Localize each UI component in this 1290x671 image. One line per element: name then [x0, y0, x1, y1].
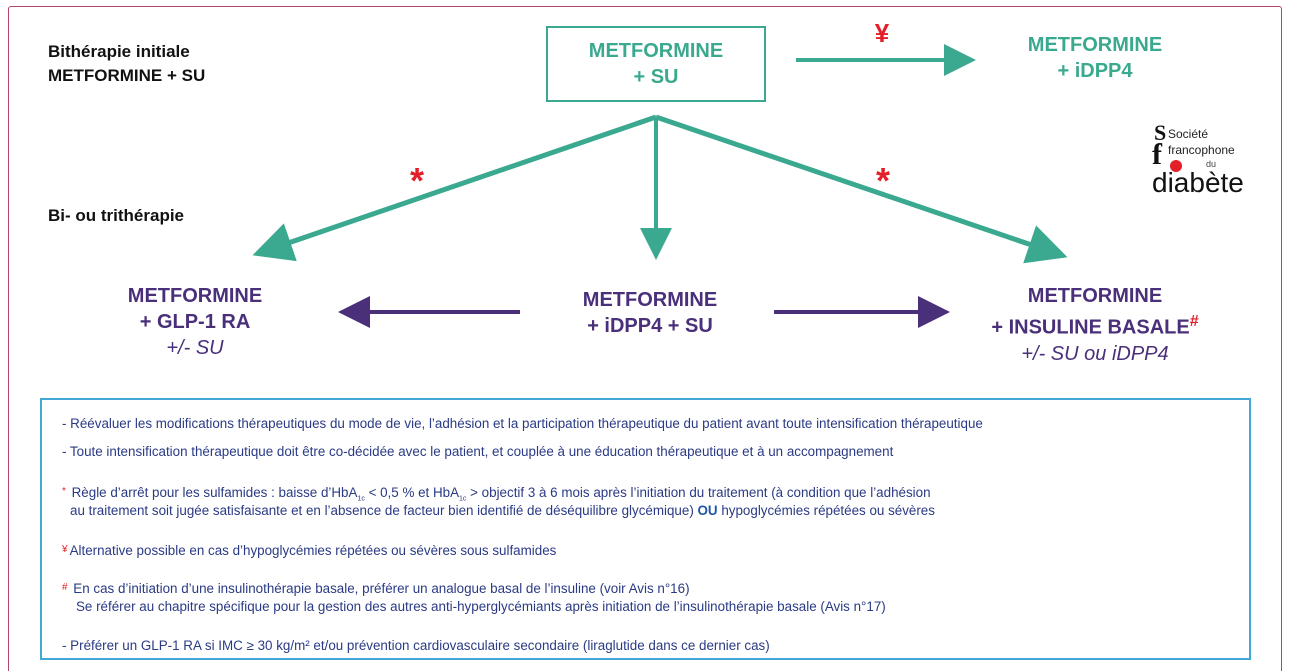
svg-text:f: f [1152, 138, 1163, 171]
note-5: # En cas d’initiation d’une insulinothér… [62, 578, 1242, 598]
note-4-marker: ¥ [62, 544, 68, 555]
arrow-center-to-insuline [655, 114, 1068, 264]
node-met-idpp4-line1: METFORMINE [1027, 34, 1163, 56]
node-met-idpp4-su: METFORMINE + iDPP4 + SU [540, 287, 760, 339]
note-2: - Toute intensification thérapeutique do… [62, 444, 894, 459]
note-3-line2-text: au traitement soit jugée satisfaisante e… [70, 503, 698, 518]
bi-tri-label: Bi- ou trithérapie [48, 206, 185, 225]
node-met-insuline: METFORMINE + INSULINE BASALE# +/- SU ou … [960, 283, 1230, 367]
arrow-center-to-glp1 [252, 114, 657, 262]
node-met-insuline-line2-wrap: + INSULINE BASALE# [960, 309, 1230, 341]
note-3-text-c: > objectif 3 à 6 mois après l’initiation… [466, 485, 931, 500]
node-met-su-line2: + SU [633, 66, 679, 88]
note-5-line2: Se référer au chapitre spécifique pour l… [76, 599, 886, 614]
initial-therapy-line2: METFORMINE + SU [48, 66, 206, 85]
note-4-text: Alternative possible en cas d’hypoglycém… [69, 543, 557, 558]
star-marker-right: * [876, 160, 891, 201]
initial-therapy-line1: Bithérapie initiale [48, 42, 190, 61]
note-3-line2-end: hypoglycémies répétées ou sévères [717, 503, 935, 518]
node-met-idpp4-line2: + iDPP4 [1057, 60, 1133, 82]
node-met-insuline-line1: METFORMINE [1027, 285, 1163, 307]
note-3-sub1: 1c [357, 495, 365, 503]
node-met-glp1-line2: + GLP-1 RA [139, 311, 251, 333]
node-met-insuline-line2: + INSULINE BASALE [991, 316, 1190, 339]
note-6: - Préférer un GLP-1 RA si IMC ≥ 30 kg/m²… [62, 638, 770, 653]
node-met-su: METFORMINE + SU [546, 38, 766, 90]
sfd-logo: S Société f francophone du diabète [1148, 120, 1266, 200]
logo-line4: diabète [1152, 167, 1244, 198]
note-5-marker: # [62, 582, 68, 593]
note-3-text-a: Règle d’arrêt pour les sulfamides : bais… [67, 485, 358, 500]
note-3-marker: * [62, 486, 66, 497]
note-3-line2: au traitement soit jugée satisfaisante e… [70, 501, 1250, 520]
node-met-idpp4-su-line2: + iDPP4 + SU [587, 315, 713, 337]
initial-therapy-label: Bithérapie initiale METFORMINE + SU [48, 40, 205, 88]
yen-marker: ¥ [874, 18, 890, 48]
note-5-line1: En cas d’initiation d’une insulinothérap… [69, 581, 690, 596]
star-marker-left: * [410, 160, 425, 201]
hash-marker: # [1189, 313, 1199, 330]
note-3-text-b: < 0,5 % et HbA [364, 485, 460, 500]
node-met-su-line1: METFORMINE [588, 40, 724, 62]
node-met-glp1: METFORMINE + GLP-1 RA +/- SU [90, 283, 300, 361]
info-box: - Réévaluer les modifications thérapeuti… [40, 398, 1251, 660]
logo-line1: Société [1168, 127, 1208, 141]
note-3: * Règle d’arrêt pour les sulfamides : ba… [62, 482, 1242, 509]
node-met-glp1-line3: +/- SU [166, 337, 224, 359]
note-3-sub2: 1c [459, 495, 467, 503]
logo-line3: du [1206, 159, 1216, 169]
note-3-ou: OU [697, 503, 718, 518]
node-met-insuline-line3: +/- SU ou iDPP4 [1021, 342, 1169, 365]
logo-line2: francophone [1168, 143, 1235, 157]
svg-text:S: S [1154, 120, 1166, 145]
sfd-logo-graphic: S Société f francophone du diabète [1152, 120, 1244, 198]
node-met-su-box [546, 26, 766, 102]
node-met-idpp4: METFORMINE + iDPP4 [990, 32, 1200, 84]
outer-frame [8, 6, 1282, 671]
node-met-idpp4-su-line1: METFORMINE [582, 289, 718, 311]
node-met-glp1-line1: METFORMINE [127, 285, 263, 307]
note-4: ¥Alternative possible en cas d’hypoglycé… [62, 540, 1242, 560]
note-1: - Réévaluer les modifications thérapeuti… [62, 416, 983, 431]
